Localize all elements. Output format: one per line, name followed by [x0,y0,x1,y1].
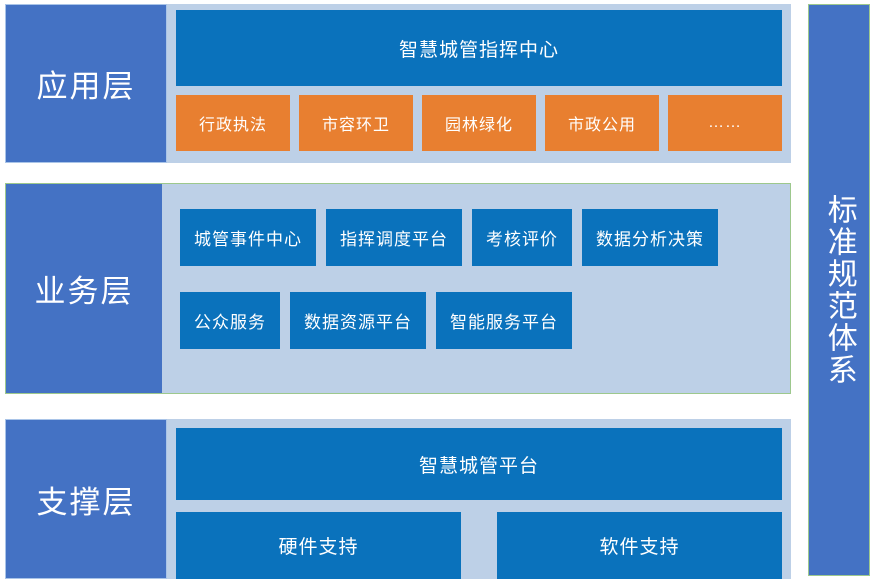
business-box-assessment-evaluation: 考核评价 [472,209,572,266]
business-box-intelligent-service-platform: 智能服务平台 [436,292,572,349]
business-row-primary: 城管事件中心 指挥调度平台 考核评价 数据分析决策 [180,209,790,266]
support-box-software: 软件支持 [497,512,782,579]
standards-specifications-bar: 标准规范体系 [808,4,870,576]
domain-box-municipal-utilities: 市政公用 [545,95,659,151]
layer-business: 业务层 城管事件中心 指挥调度平台 考核评价 数据分析决策 公众服务 数据资源平… [5,183,791,394]
layer-application-body: 智慧城管指挥中心 行政执法 市容环卫 园林绿化 市政公用 …… [167,4,791,163]
support-box-hardware: 硬件支持 [176,512,461,579]
domain-box-landscaping: 园林绿化 [422,95,536,151]
business-box-command-dispatch-platform: 指挥调度平台 [326,209,462,266]
domain-box-city-appearance-sanitation: 市容环卫 [299,95,413,151]
layer-business-body: 城管事件中心 指挥调度平台 考核评价 数据分析决策 公众服务 数据资源平台 智能… [162,184,790,393]
business-box-public-service: 公众服务 [180,292,280,349]
support-box-row: 硬件支持 软件支持 [176,512,782,579]
layer-application-label: 应用层 [5,4,167,163]
domain-box-ellipsis: …… [668,95,782,151]
layer-support-label: 支撑层 [5,419,167,579]
application-headline-box: 智慧城管指挥中心 [176,10,782,86]
layer-application: 应用层 智慧城管指挥中心 行政执法 市容环卫 园林绿化 市政公用 …… [5,4,791,163]
application-domain-row: 行政执法 市容环卫 园林绿化 市政公用 …… [176,95,782,151]
layer-business-label: 业务层 [6,184,162,393]
business-row-secondary: 公众服务 数据资源平台 智能服务平台 [180,292,790,349]
layer-support: 支撑层 智慧城管平台 硬件支持 软件支持 [5,419,791,579]
support-headline-box: 智慧城管平台 [176,428,782,500]
standards-specifications-label: 标准规范体系 [822,194,856,386]
business-box-event-center: 城管事件中心 [180,209,316,266]
layer-support-body: 智慧城管平台 硬件支持 软件支持 [167,419,791,579]
business-box-data-analysis-decision: 数据分析决策 [582,209,718,266]
domain-box-administrative-enforcement: 行政执法 [176,95,290,151]
business-box-data-resource-platform: 数据资源平台 [290,292,426,349]
